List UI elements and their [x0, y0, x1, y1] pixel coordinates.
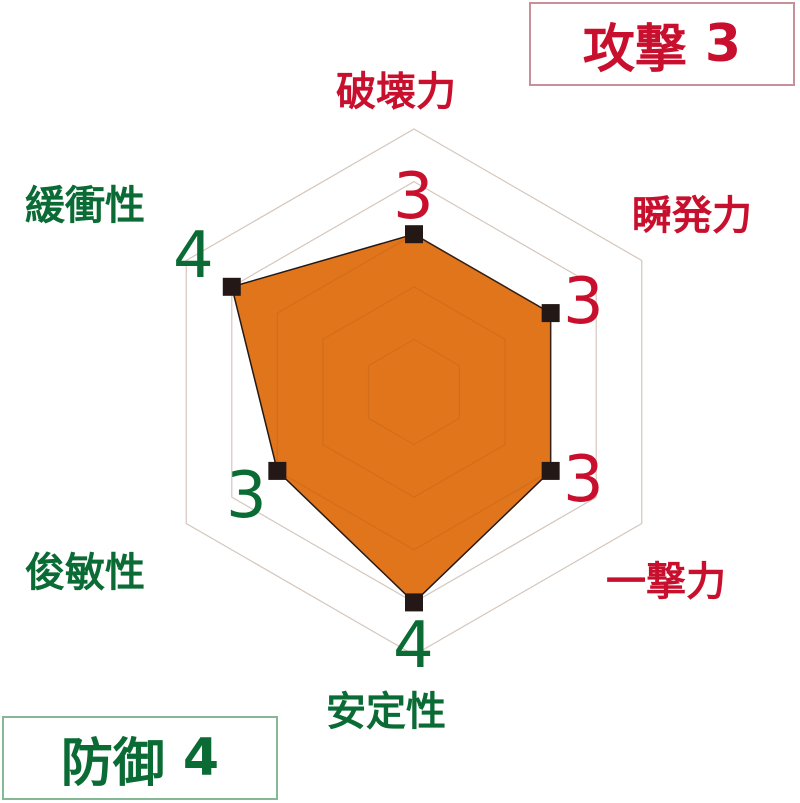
- defense-label: 防御: [60, 733, 165, 794]
- axis-label-single-hit-power: 一撃力: [606, 559, 726, 605]
- defense-score: 4: [182, 728, 220, 788]
- axis-label-destructive-power: 破壊力: [336, 69, 456, 115]
- value-cushioning: 4: [173, 219, 214, 293]
- axis-label-burst-power: 瞬発力: [632, 193, 752, 239]
- value-agility: 3: [226, 459, 267, 533]
- axis-label-agility: 俊敏性: [25, 550, 145, 596]
- radar-area: [230, 233, 552, 604]
- value-burst-power: 3: [563, 265, 604, 339]
- defense-score-box: 防御 4: [2, 716, 278, 800]
- value-single-hit-power: 3: [563, 443, 604, 517]
- attack-label: 攻撃: [582, 19, 687, 80]
- value-destructive-power: 3: [393, 160, 434, 234]
- attack-score-box: 攻撃 3: [529, 2, 795, 86]
- value-stability: 4: [393, 609, 434, 683]
- axis-label-stability: 安定性: [326, 689, 446, 735]
- axis-label-cushioning: 緩衝性: [25, 183, 145, 229]
- attack-score: 3: [704, 14, 742, 74]
- radar-markers: [222, 225, 560, 612]
